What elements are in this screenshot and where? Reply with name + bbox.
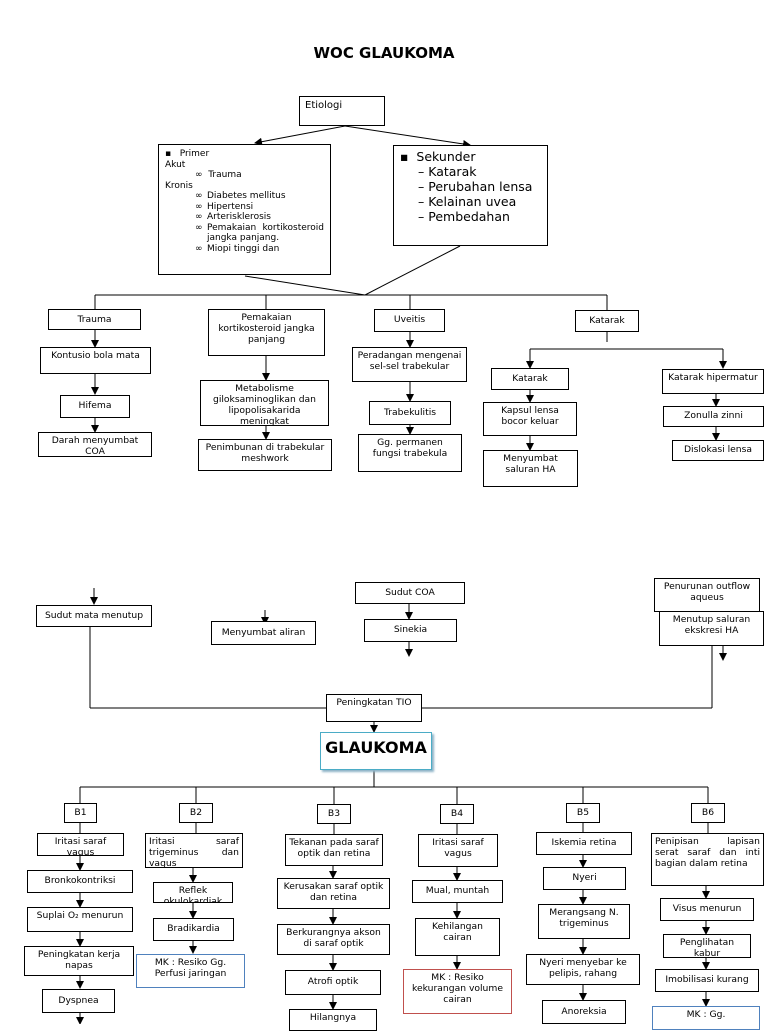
cause-katarak: Katarak [575,310,639,332]
dislokasi-box: Dislokasi lensa [672,440,764,461]
kronis-item: ∞Pemakaian kortikosteroid jangka panjang… [195,222,324,244]
b3-item: Tekanan pada saraf optik dan retina [285,834,383,866]
sekunder-head: ▪ Sekunder [400,149,476,164]
sekunder-list: ▪ Sekunder – Katarak – Perubahan lensa –… [400,149,541,224]
branch-b5-label: B5 [566,803,600,823]
b3-item: Berkurangnya akson di saraf optik [277,924,390,955]
b1-item: Peningkatan kerja napas [24,946,134,976]
penimbunan-box: Penimbunan di trabekular meshwork [198,439,332,471]
etiologi-box: Etiologi [299,96,385,126]
b4-item: Iritasi saraf vagus [418,834,498,867]
b5-item: Nyeri [543,867,626,890]
branch-b2-label: B2 [179,803,213,823]
sekunder-item: – Katarak [418,164,477,179]
darah-box: Darah menyumbat COA [38,432,152,457]
sudut-coa-box: Sudut COA [355,582,465,604]
sudut-mata-box: Sudut mata menutup [36,605,152,627]
kapsul-box: Kapsul lensa bocor keluar [483,402,577,436]
b5-item: Merangsang N. trigeminus [538,904,630,939]
sinekia-box: Sinekia [364,619,457,642]
b4-item: Mual, muntah [412,880,503,903]
kronis-label: Kronis [165,180,193,191]
branch-b1-label: B1 [64,803,97,823]
b6-item: Penglihatan kabur [663,934,751,958]
menutup-saluran-box: Menutup saluran ekskresi HA [659,611,764,646]
kronis-list: ∞Diabetes mellitus ∞Hipertensi ∞Arterisk… [165,191,324,254]
b6-item: Penipisan lapisan serat saraf dan inti b… [651,833,764,886]
page-title: WOC GLAUKOMA [313,44,455,62]
menyumbat-saluran-box: Menyumbat saluran HA [483,450,578,487]
trabekulitis-box: Trabekulitis [369,401,451,425]
b1-item: Suplai O₂ menurun [27,907,133,932]
katarak-left-box: Katarak [491,368,569,390]
primer-head: ▪ Primer [165,149,210,159]
b5-item: Iskemia retina [536,832,632,855]
gg-permanen-box: Gg. permanen fungsi trabekula [358,434,462,472]
sekunder-item: – Perubahan lensa [418,179,533,194]
kronis-item: ∞Arterisklerosis [195,212,271,222]
glaukoma-box: GLAUKOMA [320,732,432,770]
penurunan-outflow-box: Penurunan outflow aqueus [654,578,760,612]
branch-b6-label: B6 [691,803,725,823]
b6-item: Imobilisasi kurang [655,969,759,992]
b2-mk-box: MK : Resiko Gg. Perfusi jaringan [136,954,245,988]
kronis-item: ∞Miopi tinggi dan [195,243,280,254]
branch-b3-label: B3 [317,804,351,824]
akut-item: ∞ Trauma [195,170,242,180]
b3-item: Kerusakan saraf optik dan retina [277,878,390,909]
peradangan-box: Peradangan mengenai sel-sel trabekular [352,347,467,382]
cause-trauma: Trauma [48,309,141,330]
b6-item: Visus menurun [660,898,754,921]
b3-item: Atrofi optik [285,970,381,995]
primer-box: ▪ Primer Akut ∞ Trauma Kronis ∞Diabetes … [158,144,331,275]
b2-item: Bradikardia [153,918,234,941]
akut-label: Akut [165,159,186,170]
cause-kortikosteroid: Pemakaian kortikosteroid jangka panjang [208,309,325,356]
branch-b4-label: B4 [440,804,474,824]
cause-uveitis: Uveitis [374,309,445,332]
b1-item: Iritasi saraf vagus [37,833,124,856]
hifema-box: Hifema [60,395,130,418]
katarak-hipermatur-box: Katarak hipermatur [662,369,764,394]
b1-item: Dyspnea [42,989,115,1013]
sekunder-box: ▪ Sekunder – Katarak – Perubahan lensa –… [393,145,548,246]
etiologi-label: Etiologi [305,100,343,111]
b3-item: Hilangnya [289,1009,377,1031]
b1-item: Bronkokontriksi [27,870,133,893]
kronis-item: ∞Hipertensi [195,201,254,212]
metabolisme-box: Metabolisme giloksaminoglikan dan lipopo… [200,380,329,426]
kontusio-box: Kontusio bola mata [40,347,151,374]
b2-item: Reflek okulokardiak [153,882,233,903]
b4-mk-box: MK : Resiko kekurangan volume cairan [403,969,512,1014]
sekunder-item: – Kelainan uvea [418,194,517,209]
sekunder-item: – Pembedahan [418,209,510,224]
b5-item: Anoreksia [542,1000,626,1024]
menyumbat-aliran-box: Menyumbat aliran HA [211,621,316,645]
peningkatan-tio-box: Peningkatan TIO [326,694,422,722]
b5-item: Nyeri menyebar ke pelipis, rahang [526,954,640,985]
b6-mk-box: MK : Gg. [652,1006,760,1030]
zonulla-box: Zonulla zinni [663,406,764,427]
kronis-item: ∞Diabetes mellitus [195,191,286,201]
akut-list: ∞ Trauma [165,170,324,181]
b2-item: Iritasi saraf trigeminus dan vagus [145,833,243,868]
b4-item: Kehilangan cairan [415,918,500,956]
